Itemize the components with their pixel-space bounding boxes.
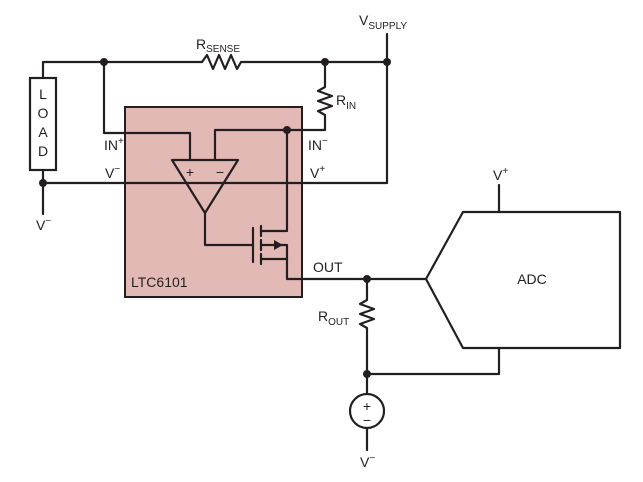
ltc6101-chip-body <box>124 106 303 298</box>
svg-text:RIN: RIN <box>336 92 356 112</box>
svg-text:RSENSE: RSENSE <box>196 36 240 55</box>
adc-ground-wire <box>365 346 501 376</box>
opamp-plus-label: + <box>186 164 194 180</box>
rout-label: ROUT <box>318 308 349 328</box>
rsense-resistor <box>200 53 389 71</box>
v-minus-load-label: V− <box>36 216 51 233</box>
adc-body <box>424 210 622 350</box>
svg-text:V−: V− <box>360 453 375 470</box>
svg-text:L: L <box>39 86 47 102</box>
adc-vplus-label: V+ <box>493 166 508 183</box>
rin-label: RIN <box>336 92 356 112</box>
v-minus-ic-label: V− <box>105 164 120 181</box>
svg-text:V+: V+ <box>310 164 325 181</box>
chip-name-label: LTC6101 <box>131 274 188 290</box>
svg-text:O: O <box>38 105 49 121</box>
top-wire <box>41 53 389 80</box>
opamp-minus-label: − <box>216 164 224 180</box>
rsense-label: RSENSE <box>196 36 240 55</box>
load-label: L O A D <box>38 86 49 159</box>
svg-text:IN+: IN+ <box>104 136 124 153</box>
svg-text:V+: V+ <box>493 166 508 183</box>
vsupply-wire <box>305 32 389 185</box>
svg-text:V−: V− <box>36 216 51 233</box>
source-plus-label: + <box>363 398 371 414</box>
v-minus-bottom-label: V− <box>360 453 375 470</box>
svg-text:IN−: IN− <box>308 136 328 153</box>
in-plus-label: IN+ <box>104 136 124 153</box>
svg-text:D: D <box>38 143 48 159</box>
svg-text:VSUPPLY: VSUPPLY <box>359 12 407 32</box>
in-plus-wire <box>102 60 192 162</box>
v-plus-ic-label: V+ <box>310 164 325 181</box>
svg-text:V−: V− <box>105 164 120 181</box>
opamp-triangle <box>170 158 240 215</box>
vsupply-label: VSUPPLY <box>359 12 407 32</box>
svg-text:ROUT: ROUT <box>318 308 349 328</box>
out-label: OUT <box>313 259 343 275</box>
in-minus-label: IN− <box>308 136 328 153</box>
svg-text:A: A <box>38 124 48 140</box>
mosfet <box>251 128 363 281</box>
opamp-output-wire <box>203 211 255 247</box>
source-minus-label: − <box>363 412 371 428</box>
adc-label: ADC <box>517 271 547 287</box>
rout-resistor <box>358 277 376 402</box>
